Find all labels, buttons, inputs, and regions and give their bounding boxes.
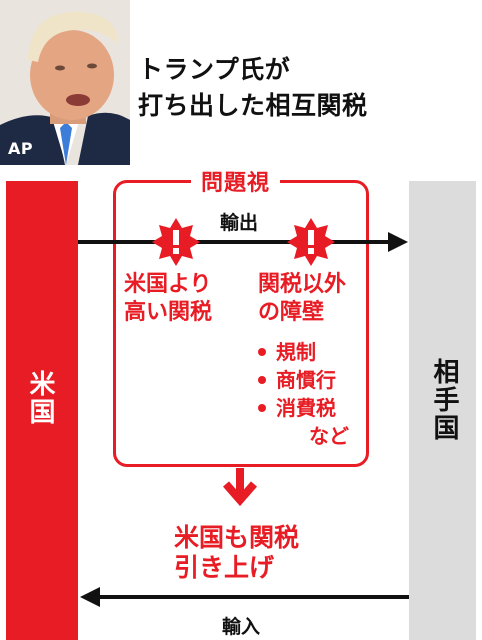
us-label: 米国 — [25, 370, 55, 426]
etc-label: など — [309, 424, 349, 448]
barrier-item: 消費税 — [258, 392, 336, 421]
bullet-icon — [258, 375, 266, 384]
higher-tariff-line-2: 高い関税 — [124, 300, 213, 325]
bullet-icon — [258, 403, 266, 412]
barrier-item-text: 消費税 — [276, 396, 336, 420]
arrow-down-icon — [222, 468, 258, 507]
import-label: 輸入 — [222, 616, 261, 638]
barrier-item-text: 規制 — [276, 340, 316, 364]
non-tariff-barrier-line-1: 関税以外 — [258, 272, 347, 297]
result-line-1: 米国も関税 — [174, 523, 300, 552]
problem-frame-title: 問題視 — [191, 165, 281, 197]
partner-country-bar — [409, 181, 476, 640]
barrier-item: 規制 — [258, 336, 316, 365]
non-tariff-barrier-line-2: の障壁 — [258, 300, 325, 325]
photo-credit: AP — [8, 139, 34, 158]
us-bar — [6, 181, 78, 640]
exclamation-burst-icon — [152, 218, 200, 266]
higher-tariff-line-1: 米国より — [124, 272, 212, 297]
barrier-item: 商慣行 — [258, 364, 336, 393]
result-line-2: 引き上げ — [174, 553, 275, 582]
arrow-left-icon — [80, 587, 409, 607]
title-line-1: トランプ氏が — [138, 55, 291, 84]
portrait-photo — [0, 0, 130, 165]
bullet-icon — [258, 347, 266, 356]
title-line-2: 打ち出した相互関税 — [138, 91, 368, 120]
exclamation-burst-icon — [287, 218, 335, 266]
partner-country-label: 相手国 — [429, 358, 459, 442]
barrier-item-text: 商慣行 — [276, 368, 336, 392]
arrow-right-icon — [78, 232, 408, 252]
export-label: 輸出 — [220, 212, 259, 234]
